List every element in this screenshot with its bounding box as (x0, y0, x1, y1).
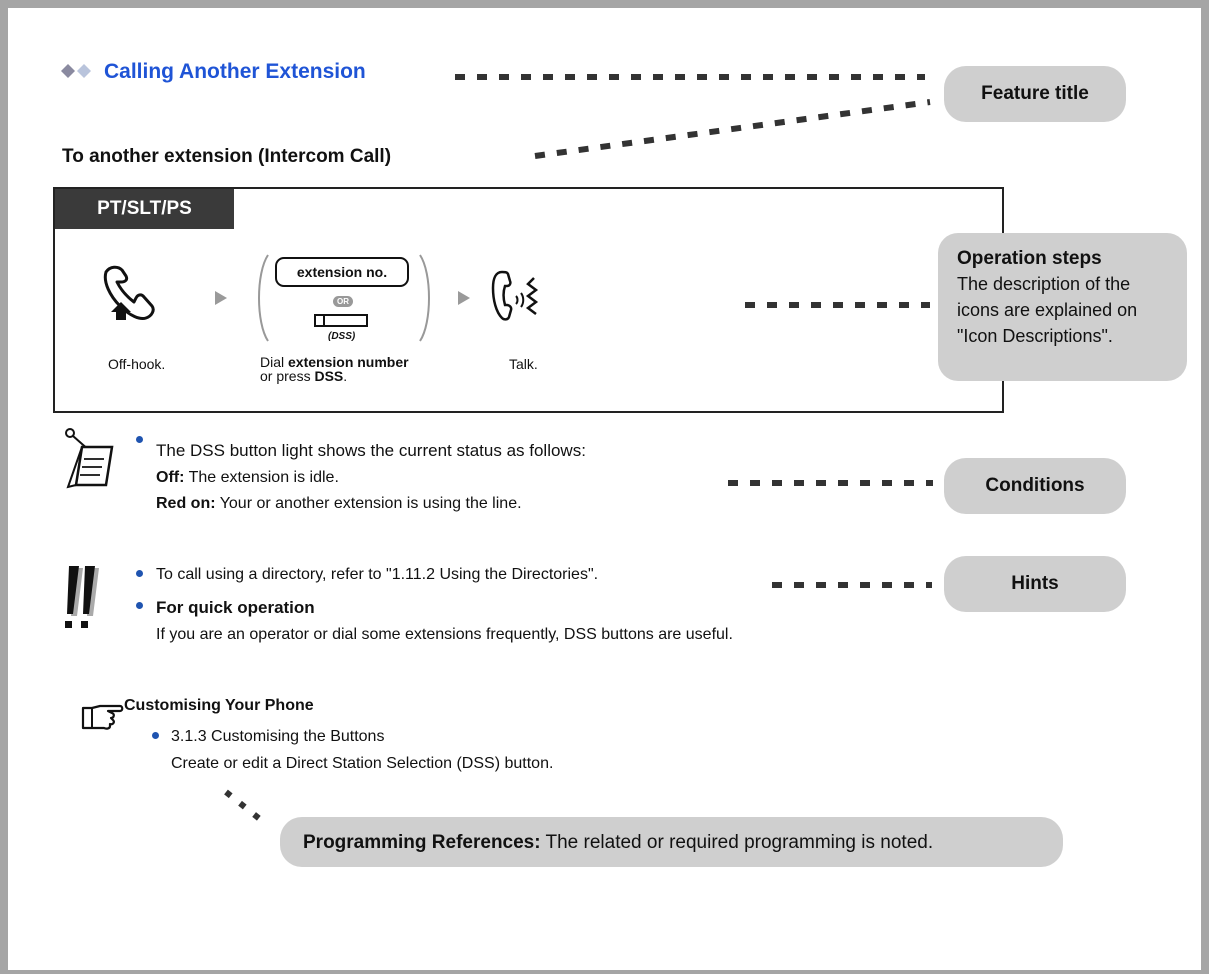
or-label: OR (337, 297, 349, 306)
bullet (152, 732, 159, 739)
operation-tab-label: PT/SLT/PS (97, 198, 192, 219)
conditions-line1: The DSS button light shows the current s… (156, 441, 586, 460)
hints-quick-title: For quick operation (156, 598, 315, 617)
programming-text: Programming References: The related or r… (303, 832, 934, 853)
feature-title: Calling Another Extension (104, 60, 366, 83)
hints-line1: To call using a directory, refer to "1.1… (156, 566, 599, 583)
customising-item-title: 3.1.3 Customising the Buttons (171, 728, 385, 745)
step3-caption: Talk. (509, 356, 538, 372)
step1-caption: Off-hook. (108, 356, 166, 372)
callout-programming (280, 817, 1063, 867)
pointing-hand-icon (80, 704, 124, 735)
diamond-icons (60, 63, 94, 84)
dotted-leader-title (455, 74, 925, 80)
dotted-leader-conditions (728, 480, 933, 486)
talk-icon (490, 270, 550, 327)
callout-feature-title: Feature title (944, 66, 1126, 122)
callout-hints: Hints (944, 556, 1126, 612)
dotted-leader-heading (534, 99, 931, 159)
exclamation-hint-icon (59, 566, 99, 641)
section-heading: To another extension (Intercom Call) (62, 146, 392, 167)
bullet (136, 436, 143, 443)
dotted-leader-programming (224, 789, 268, 827)
arrow-icon (458, 291, 470, 310)
operation-steps-line2: icons are explained on (957, 300, 1138, 320)
bullet (136, 570, 143, 577)
conditions-red: Red on: Your or another extension is usi… (156, 495, 522, 512)
dss-button-icon-divider (323, 315, 325, 326)
dss-label: (DSS) (328, 331, 356, 342)
extension-number-button: extension no. (275, 257, 409, 287)
dss-button-icon (314, 314, 368, 327)
operation-steps-title: Operation steps (957, 248, 1102, 269)
bullet (136, 602, 143, 609)
step2-caption: Dial extension number or press DSS. (260, 354, 409, 384)
operation-tab: PT/SLT/PS (55, 189, 234, 229)
arrow-icon (215, 291, 227, 310)
operation-steps-line3: "Icon Descriptions". (957, 326, 1113, 346)
dotted-leader-hints (772, 582, 932, 588)
hints-quick-text: If you are an operator or dial some exte… (156, 626, 733, 643)
or-badge: OR (333, 296, 353, 307)
extension-number-label: extension no. (296, 264, 388, 280)
note-pad-icon (60, 425, 120, 500)
customising-title: Customising Your Phone (124, 697, 314, 714)
off-hook-icon (100, 262, 160, 331)
operation-steps-line1: The description of the (957, 274, 1131, 294)
customising-item-text: Create or edit a Direct Station Selectio… (171, 755, 554, 772)
dial-step-brackets (254, 253, 434, 348)
dotted-leader-operation (745, 302, 930, 308)
callout-conditions: Conditions (944, 458, 1126, 514)
conditions-off: Off: The extension is idle. (156, 469, 339, 486)
callout-operation-steps (938, 233, 1187, 381)
